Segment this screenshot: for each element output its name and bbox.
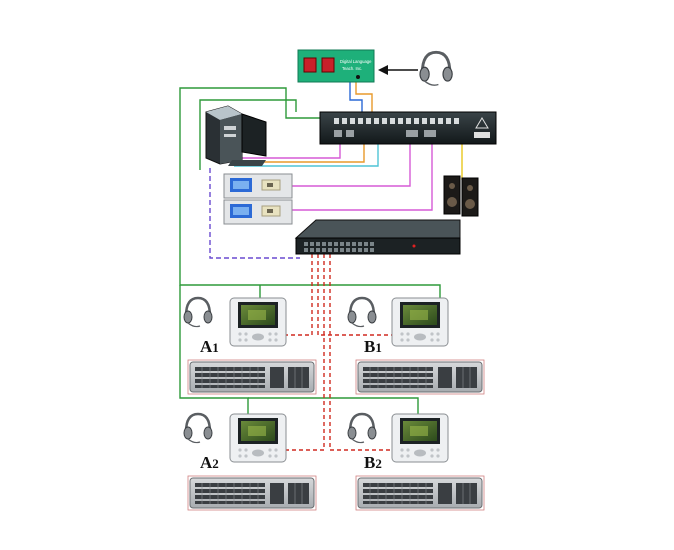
red-dashed-cables [284, 254, 394, 451]
cyan-cable-pc [234, 142, 379, 167]
station-b1: B1 [346, 296, 483, 393]
station-label-b1: B1 [364, 337, 382, 356]
keyboard-icon [189, 361, 315, 393]
green-cable-main [179, 87, 441, 302]
station-label-a1: A1 [200, 337, 219, 356]
orange-cable-pc [236, 142, 365, 163]
control-panel: Digital Language Teach. Inc. [297, 49, 375, 83]
keyboard-icon [357, 361, 483, 393]
keyboard-icon [357, 477, 483, 509]
cables [179, 65, 463, 451]
keyboard-frames [187, 359, 485, 511]
student-terminal-icon [229, 413, 287, 463]
station-a2: A2 [182, 412, 315, 509]
student-terminal-icon [391, 297, 449, 347]
purple-dashed-cable [209, 168, 300, 259]
blue-cable-panel [349, 82, 363, 118]
tower-pc-icon [205, 105, 267, 166]
green-cable-inner [199, 99, 297, 170]
station-a1: A1 [182, 296, 315, 393]
main-console [319, 111, 497, 145]
control-unit-2 [223, 199, 293, 225]
station-b2: B2 [346, 412, 483, 509]
magenta-cable-pc [238, 142, 341, 159]
panel-text-line1: Digital Language [340, 59, 372, 64]
student-terminal-icon [391, 413, 449, 463]
speaker-icon [443, 175, 479, 217]
student-terminal-icon [229, 297, 287, 347]
keyboard-icon [189, 477, 315, 509]
green-cable-b2 [248, 397, 419, 418]
headset-icon [346, 296, 378, 328]
panel-button-left [303, 57, 317, 73]
panel-jack [356, 75, 360, 79]
headset-icon [418, 50, 454, 87]
green-cable-left-down [179, 285, 249, 418]
arrow-head [378, 65, 388, 75]
magenta-cable-unit1 [292, 142, 411, 187]
magenta-cable-unit2 [292, 142, 433, 211]
headset-icon [346, 412, 378, 444]
warning-icon [475, 117, 489, 129]
station-label-b2: B2 [364, 453, 382, 472]
headset-icon [182, 412, 214, 444]
network-switch-icon [294, 219, 461, 255]
station-label-a2: A2 [200, 453, 219, 472]
panel-button-right [321, 57, 335, 73]
panel-text-line2: Teach. Inc. [342, 66, 362, 71]
control-unit-1 [223, 173, 293, 199]
headset-icon [182, 296, 214, 328]
orange-cable-panel [355, 82, 373, 118]
